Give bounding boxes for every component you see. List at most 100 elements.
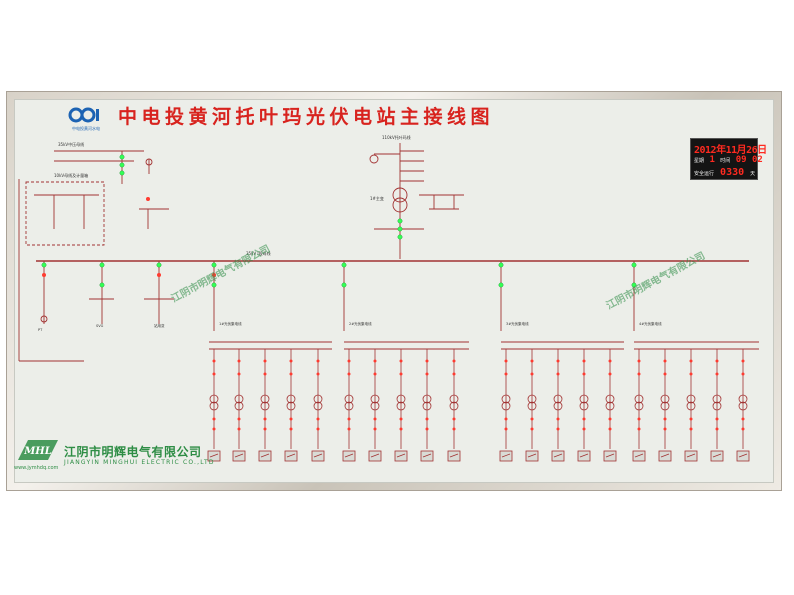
red-lamp: [373, 372, 377, 376]
red-lamp: [347, 427, 351, 431]
inverter-icon: [632, 450, 646, 462]
red-lamp: [556, 417, 560, 421]
green-lamp: [99, 262, 105, 268]
label-feeder-2: 2#光伏集电线: [349, 321, 372, 326]
red-lamp: [556, 427, 560, 431]
box-transformer-icon: [579, 394, 589, 404]
red-lamp: [663, 359, 667, 363]
green-lamp: [211, 282, 217, 288]
green-lamp: [341, 282, 347, 288]
red-lamp: [146, 197, 150, 201]
single-line-diagram: 35kV中压母线 10kV母线及计量箱 110kV托叶玛线 1#主变 35kV …: [18, 134, 759, 462]
inverter-icon: [207, 450, 221, 462]
green-lamp: [119, 162, 125, 168]
red-lamp: [715, 417, 719, 421]
red-lamp: [556, 359, 560, 363]
inverter-icon: [368, 450, 382, 462]
green-lamp: [211, 262, 217, 268]
box-transformer-icon: [634, 394, 644, 404]
red-lamp: [530, 417, 534, 421]
red-lamp: [212, 372, 216, 376]
inverter-icon: [736, 450, 750, 462]
red-lamp: [530, 372, 534, 376]
label-bus: 35kV I段母线: [246, 250, 271, 256]
red-lamp: [452, 427, 456, 431]
green-lamp: [341, 262, 347, 268]
green-lamp: [99, 282, 105, 288]
red-lamp: [637, 372, 641, 376]
red-lamp: [582, 372, 586, 376]
inverter-icon: [499, 450, 513, 462]
box-transformer-icon: [313, 394, 323, 404]
red-lamp: [582, 427, 586, 431]
red-lamp: [157, 273, 161, 277]
indicator-lamps: [41, 154, 745, 431]
red-lamp: [715, 359, 719, 363]
red-lamp: [237, 359, 241, 363]
main-transformer-winding-2: [392, 197, 408, 213]
inverter-icon: [342, 450, 356, 462]
green-lamp: [397, 226, 403, 232]
inverter-icon: [551, 450, 565, 462]
red-lamp: [452, 417, 456, 421]
red-lamp: [663, 427, 667, 431]
inverter-icon: [258, 450, 272, 462]
inverter-icon: [603, 450, 617, 462]
box-transformer-icon: [712, 394, 722, 404]
red-lamp: [608, 359, 612, 363]
red-lamp: [347, 417, 351, 421]
green-lamp: [156, 262, 162, 268]
red-lamp: [399, 427, 403, 431]
red-lamp: [452, 359, 456, 363]
inverter-icon: [684, 450, 698, 462]
red-lamp: [530, 359, 534, 363]
digital-clock-display: 2012年11月26日 星期 1 时间 09 02 安全运行 0330 天: [690, 138, 767, 180]
red-lamp: [452, 372, 456, 376]
red-lamp: [637, 417, 641, 421]
red-lamp: [316, 359, 320, 363]
red-lamp: [289, 417, 293, 421]
box-transformer-icon: [344, 394, 354, 404]
red-lamp: [504, 427, 508, 431]
safe-run-unit: 天: [750, 171, 756, 177]
box-transformer-icon: [527, 394, 537, 404]
inverter-icon: [311, 450, 325, 462]
box-transformer-icon: [286, 394, 296, 404]
green-lamp: [119, 154, 125, 160]
clock-date: 2012年11月26日: [694, 145, 767, 156]
inverter-icon: [232, 450, 246, 462]
box-transformer-icon: [553, 394, 563, 404]
red-lamp: [425, 417, 429, 421]
label-feeder-1: 1#光伏集电线: [219, 321, 242, 326]
inverter-icon: [525, 450, 539, 462]
red-lamp: [212, 359, 216, 363]
red-lamp: [663, 417, 667, 421]
green-lamp: [631, 282, 637, 288]
green-lamp: [119, 170, 125, 176]
company-logo-icon: [68, 107, 99, 123]
green-lamp: [41, 262, 47, 268]
inverter-branches: [207, 349, 750, 462]
red-lamp: [263, 417, 267, 421]
red-lamp: [237, 427, 241, 431]
red-lamp: [504, 417, 508, 421]
red-lamp: [608, 372, 612, 376]
safe-run-label: 安全运行: [694, 171, 715, 177]
inverter-icon: [284, 450, 298, 462]
company-watermark-logo-icon: MHL: [18, 440, 58, 460]
red-lamp: [689, 427, 693, 431]
red-lamp: [637, 359, 641, 363]
red-lamp: [741, 417, 745, 421]
red-lamp: [504, 372, 508, 376]
red-lamp: [263, 372, 267, 376]
box-transformer-icon: [738, 394, 748, 404]
red-lamp: [373, 427, 377, 431]
box-transformer-icon: [660, 394, 670, 404]
mimic-panel: [14, 99, 774, 483]
red-lamp: [689, 417, 693, 421]
red-lamp: [663, 372, 667, 376]
inverter-icon: [577, 450, 591, 462]
watermark-url: www.jymhdq.com: [14, 465, 59, 471]
red-lamp: [42, 273, 46, 277]
page-title: 中电投黄河托叶玛光伏电站主接线图: [118, 106, 495, 128]
